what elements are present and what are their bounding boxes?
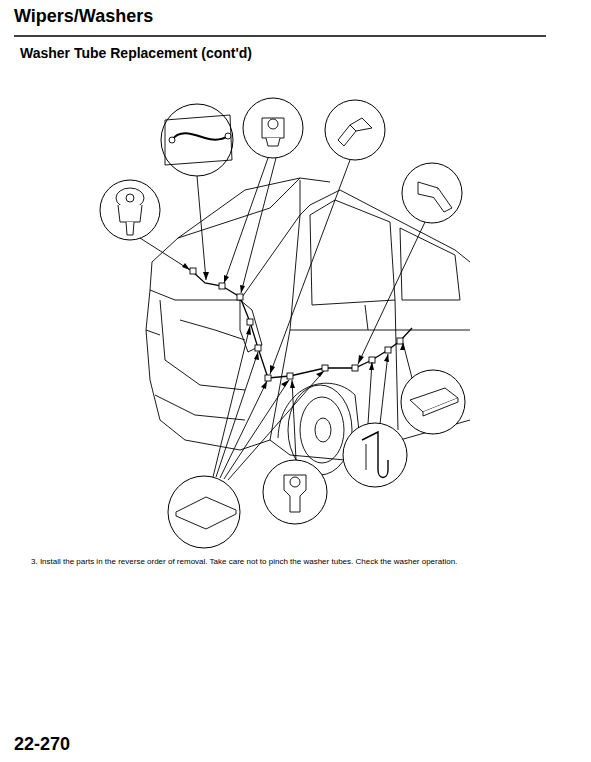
vehicle-body xyxy=(146,178,470,475)
page-number: 22-270 xyxy=(14,734,70,755)
section-subtitle: Washer Tube Replacement (cont'd) xyxy=(20,45,252,61)
leader-lines xyxy=(140,158,425,480)
leader-arrowheads xyxy=(182,263,405,389)
step-instruction: 3. Install the parts in the reverse orde… xyxy=(31,557,457,566)
tube-clips xyxy=(190,268,403,381)
page-title: Wipers/Washers xyxy=(14,6,153,27)
callout-circles xyxy=(100,98,465,548)
part-icons xyxy=(116,115,458,529)
header-rule xyxy=(14,35,546,37)
